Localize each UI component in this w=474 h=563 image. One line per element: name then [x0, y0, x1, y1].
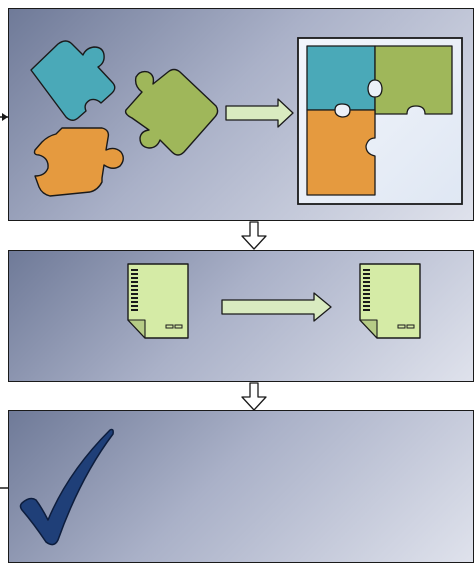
puzzle-piece-green-icon: [124, 68, 219, 156]
assembly-arrow: [225, 98, 294, 128]
assembled-puzzle-icon: [297, 37, 463, 205]
puzzle-piece-orange-icon: [33, 127, 124, 197]
checkmark-icon: [19, 428, 114, 546]
incoming-connector-head: [2, 113, 8, 121]
document-icon: [359, 263, 421, 339]
down-arrow-2: [241, 382, 267, 411]
puzzle-piece-teal-icon: [30, 40, 116, 121]
down-arrow-1: [241, 221, 267, 250]
document-icon: [127, 263, 189, 339]
transform-arrow: [221, 292, 332, 322]
